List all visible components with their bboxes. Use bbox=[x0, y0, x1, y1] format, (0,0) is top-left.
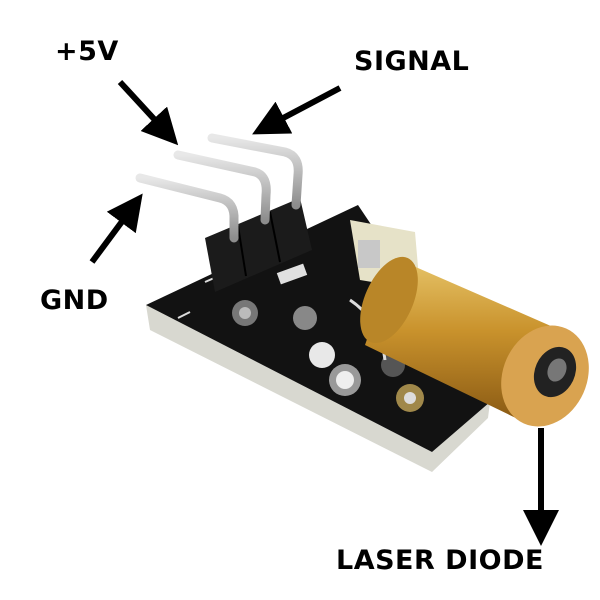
pin-header bbox=[205, 198, 312, 292]
signal-label: SIGNAL bbox=[354, 46, 470, 77]
vcc-label: +5V bbox=[55, 36, 119, 67]
signal-pin bbox=[207, 133, 303, 210]
laser-diode bbox=[350, 220, 589, 427]
gnd-arrow bbox=[89, 193, 143, 264]
vcc-pin bbox=[173, 150, 271, 225]
vcc-arrow bbox=[117, 79, 179, 146]
pins bbox=[135, 133, 303, 243]
laser-diode-label: LASER DIODE bbox=[336, 545, 544, 576]
signal-arrow bbox=[252, 85, 342, 135]
gnd-label: GND bbox=[40, 285, 109, 316]
gnd-pin bbox=[135, 173, 239, 243]
